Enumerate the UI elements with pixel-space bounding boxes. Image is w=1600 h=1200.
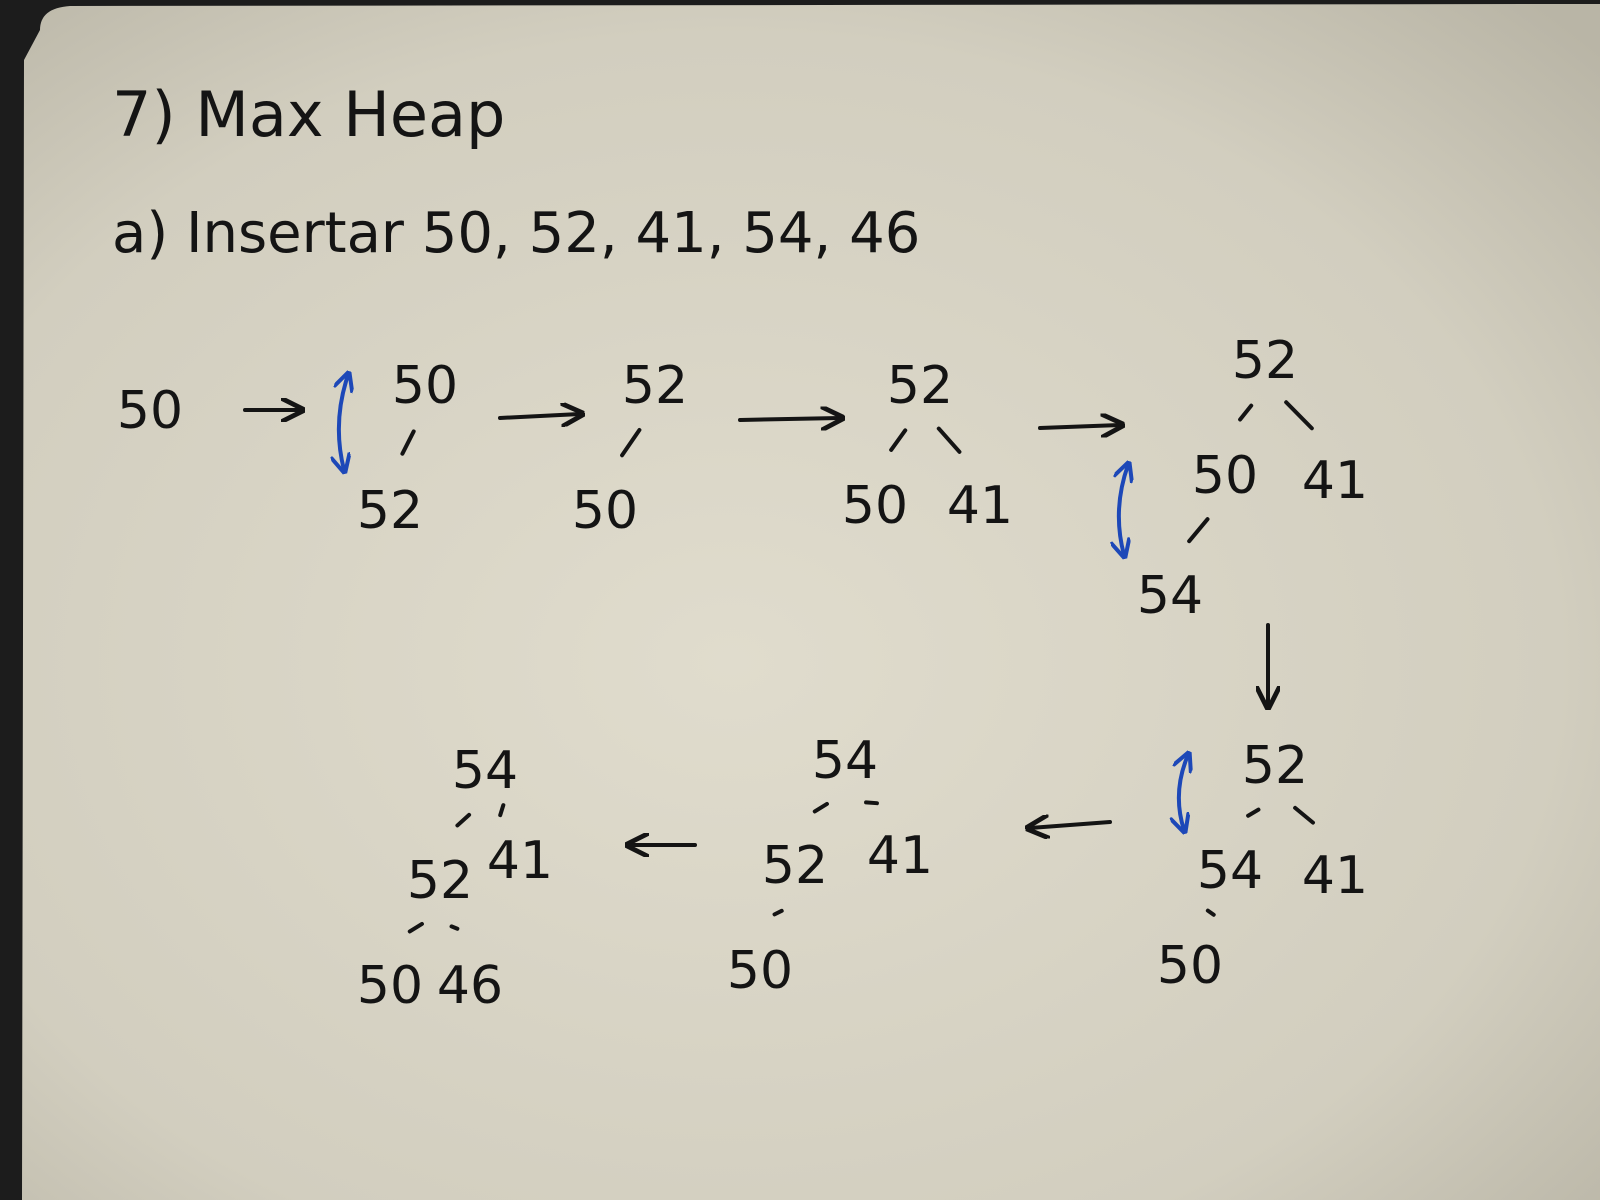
node-value: 52 [357,481,423,541]
tree-edge [864,800,879,806]
tree-edge [620,427,642,458]
tree-edge [1284,400,1314,431]
heap-tree-step5: 52 50 41 54 [1119,331,1368,626]
tree-edge [1238,403,1254,422]
swap-arrow [1119,465,1128,555]
step-arrow-right [738,418,840,420]
node-value: 50 [392,356,458,416]
node-value: 52 [1242,736,1308,796]
tree-edge [812,801,829,814]
node-value: 50 [572,481,638,541]
node-value: 41 [1302,846,1368,906]
tree-edge [1187,517,1210,544]
tree-edge [407,921,424,934]
step-arrow-right [498,414,580,418]
tree-edge [1205,908,1216,917]
node-value: 52 [887,356,953,416]
tree-edge [455,812,472,828]
node-value: 41 [867,826,933,886]
node-value: 50 [117,381,183,441]
heap-tree-step7: 54 52 41 50 [727,731,933,1001]
node-value: 50 [842,476,908,536]
node-value: 52 [1232,331,1298,391]
board-subtitle: a) Insertar 50, 52, 41, 54, 46 [112,201,920,266]
node-value: 41 [947,476,1013,536]
node-value: 50 [727,941,793,1001]
board-title-group: 7) Max Heap a) Insertar 50, 52, 41, 54, … [112,78,920,266]
heap-tree-step2: 50 52 [339,356,458,541]
tree-edge [889,428,908,452]
node-value: 54 [1137,566,1203,626]
node-value: 41 [487,831,553,891]
tree-edge [1246,807,1261,818]
node-value: 41 [1302,451,1368,511]
node-value: 50 [1157,936,1223,996]
node-value: 54 [1197,841,1263,901]
heap-tree-step1: 50 [117,381,183,441]
node-value: 52 [407,851,473,911]
tree-edge [400,429,416,456]
tree-edge [1293,805,1315,825]
swap-arrow [1179,755,1188,830]
node-value: 50 [1192,446,1258,506]
step-arrow-left [1030,822,1112,828]
heap-tree-step4: 52 50 41 [842,356,1013,536]
heap-tree-step3: 52 50 [572,356,688,541]
step-arrows [243,410,1268,845]
node-value: 54 [812,731,878,791]
heap-tree-step6: 52 54 41 50 [1157,736,1368,996]
tree-edge [449,924,460,931]
tree-edge [772,908,784,917]
swap-arrow [339,375,348,470]
node-value: 52 [762,836,828,896]
node-value: 52 [622,356,688,416]
step-arrow-right [1038,425,1120,428]
tree-edge [936,426,962,454]
tree-edge [498,803,506,818]
node-value: 50 [357,956,423,1016]
node-value: 54 [452,741,518,801]
node-value: 46 [437,956,503,1016]
board-title: 7) Max Heap [112,78,505,151]
